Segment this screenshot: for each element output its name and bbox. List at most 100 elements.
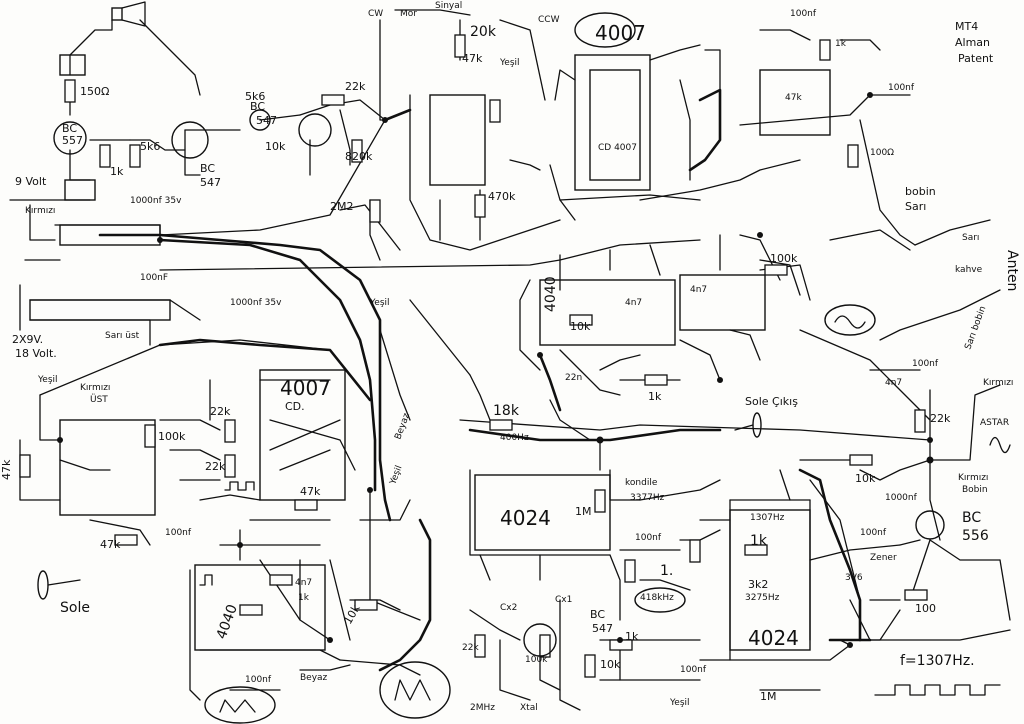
yesil-mid-label: Yeşil bbox=[369, 298, 390, 308]
r-1k-a-label: 1k bbox=[110, 165, 124, 178]
bc547-mid-label-b: 547 bbox=[256, 114, 277, 127]
ic-4024-right-label: 4024 bbox=[748, 626, 799, 650]
ic-4007-top-inner: CD 4007 bbox=[598, 143, 637, 153]
kirmizi-label: Kırmızı bbox=[25, 206, 55, 216]
r-820k-label: 820k bbox=[345, 150, 373, 163]
r-22k-a-label: 22k bbox=[345, 80, 366, 93]
bc547-left-label-a: BC bbox=[200, 162, 215, 175]
r-18k-label: 18k bbox=[493, 403, 520, 419]
zener-voltage-label: 3V6 bbox=[845, 573, 863, 583]
sari-label-2: Sarı bbox=[962, 233, 979, 243]
r-1k-low-label: 1k bbox=[625, 630, 639, 643]
c-1000nf-a-label: 1000nf 35v bbox=[130, 196, 182, 206]
kirmizi-ust-label-b: ÜST bbox=[90, 394, 108, 405]
xtal-label: Xtal bbox=[520, 703, 538, 713]
ic-555-top-box bbox=[429, 94, 486, 186]
r-10k-a-label: 10k bbox=[265, 140, 286, 153]
kirmizi-bobin-label-b: Bobin bbox=[962, 485, 988, 495]
kirmizi-bobin-label-a: Kırmızı bbox=[958, 473, 988, 483]
ic-4007-top-box bbox=[574, 54, 651, 191]
page-title: MT4 bbox=[955, 20, 978, 33]
c-4n7-mid-label: 4n7 bbox=[625, 298, 642, 308]
bc547-bottom-label-a: BC bbox=[590, 608, 605, 621]
two-mhz-label: 2MHz bbox=[470, 703, 495, 713]
junctions bbox=[57, 92, 934, 648]
c-100nf-right-label: 100nf bbox=[888, 83, 915, 93]
r-1k-4024-label: 1k bbox=[750, 533, 768, 549]
ic-right-top-box bbox=[759, 69, 831, 136]
r-10k-low-label: 10k bbox=[600, 658, 621, 671]
r-3k2-label: 3k2 bbox=[748, 578, 768, 591]
zener-label: Zener bbox=[870, 553, 897, 563]
moni-label: Mor bbox=[400, 9, 417, 19]
sari-label: Sarı bbox=[905, 200, 926, 213]
r-1m-b-label: 1M bbox=[760, 690, 777, 703]
kondile-label: kondile bbox=[625, 478, 658, 488]
beyaz-mid-label: Beyaz bbox=[393, 412, 412, 441]
kirmizi-ust-label-a: Kırmızı bbox=[80, 383, 110, 393]
c-4n7-bottom-label: 4n7 bbox=[295, 578, 312, 588]
beyaz-bottom-label: Beyaz bbox=[300, 673, 328, 683]
ic-4024-right-box bbox=[729, 509, 811, 651]
r-470k-label: 470k bbox=[488, 190, 516, 203]
cw-label: CW bbox=[368, 9, 383, 19]
c-1000nf-b-label: 1000nf 35v bbox=[230, 298, 282, 308]
ic-555-left-box bbox=[59, 419, 156, 516]
sole-left-label: Sole bbox=[60, 600, 90, 616]
r-1m-a-label: 1M bbox=[575, 505, 592, 518]
r-22k-left-label: 22k bbox=[210, 405, 231, 418]
c-1000nf-bc556-label: 1000nf bbox=[885, 493, 918, 503]
ic-packages bbox=[29, 54, 831, 651]
c-100nf-bottom-label: 100nf bbox=[245, 675, 272, 685]
bc547-mid-label-a: BC bbox=[250, 100, 265, 113]
pot-20k-label: 20k bbox=[470, 24, 497, 40]
r-100-low-label: 100 bbox=[915, 602, 936, 615]
ic-4007-left-inner: CD. bbox=[285, 400, 305, 413]
r-5k6-b-label: 5k6 bbox=[140, 140, 160, 153]
c-100nf-left2-label: 100nf bbox=[165, 528, 192, 538]
yesil-bottom-label: Yeşil bbox=[669, 698, 690, 708]
c-100nf-mid-label: 100nf bbox=[912, 359, 939, 369]
r-1k-right-label: 1k bbox=[835, 39, 847, 49]
c-100nf-top-label: 100nf bbox=[790, 9, 817, 19]
r-47k-left-label: 47k bbox=[300, 485, 321, 498]
r-22k-right-label: 22k bbox=[930, 412, 951, 425]
ic-4040-left-label: 4040 bbox=[214, 602, 241, 641]
annotations: MT4 Alman Patent 4007 CD 4007 4007 CD. 4… bbox=[0, 1, 1020, 713]
r-22k-low-label: 22k bbox=[462, 643, 479, 653]
freq-400-label: 400Hz bbox=[500, 433, 529, 443]
bc557-label-a: BC bbox=[62, 122, 77, 135]
ic-4024-main-label: 4024 bbox=[500, 506, 551, 530]
ic-4040-left-box bbox=[194, 564, 326, 651]
bc556-label-a: BC bbox=[962, 510, 981, 526]
yesil-low-label: Yeşil bbox=[388, 464, 404, 487]
freq-3275-label: 3275Hz bbox=[745, 593, 780, 603]
cx1-label: Cx1 bbox=[555, 595, 572, 605]
resistors bbox=[19, 34, 928, 678]
r-22k-left2-label: 22k bbox=[205, 460, 226, 473]
power-wires bbox=[98, 88, 872, 672]
sole-cikis-label: Sole Çıkış bbox=[745, 395, 798, 408]
ic-right-mid-box bbox=[679, 274, 766, 331]
battery-18v-label-a: 2X9V. bbox=[12, 333, 43, 346]
r-47k-a-label: 47k bbox=[462, 52, 483, 65]
ccw-label: CCW bbox=[538, 15, 560, 25]
r-10k-right-label: 10k bbox=[855, 472, 876, 485]
yesil-left-label: Yeşil bbox=[37, 375, 58, 385]
r-1k-mid-label: 1k bbox=[648, 390, 662, 403]
cx2-label: Cx2 bbox=[500, 603, 517, 613]
bc556-label-b: 556 bbox=[962, 528, 989, 544]
sari-bobin-label: Sarı bobin bbox=[963, 305, 988, 351]
bc547-bottom-label-b: 547 bbox=[592, 622, 613, 635]
r-100k-left-label: 100k bbox=[158, 430, 186, 443]
ic-4007-top-label: 4007 bbox=[595, 21, 646, 45]
sari-ust-label: Sarı üst bbox=[105, 331, 140, 341]
waveform-sketches bbox=[199, 12, 1011, 724]
speaker-icon bbox=[111, 1, 146, 27]
r-47k-right-label: 47k bbox=[785, 93, 802, 103]
yesil-top-label: Yeşil bbox=[499, 58, 520, 68]
freq-1307-label: 1307Hz bbox=[750, 513, 785, 523]
freq-418-label: 418kHz bbox=[640, 593, 674, 603]
r-2m2-label: 2M2 bbox=[330, 200, 354, 213]
